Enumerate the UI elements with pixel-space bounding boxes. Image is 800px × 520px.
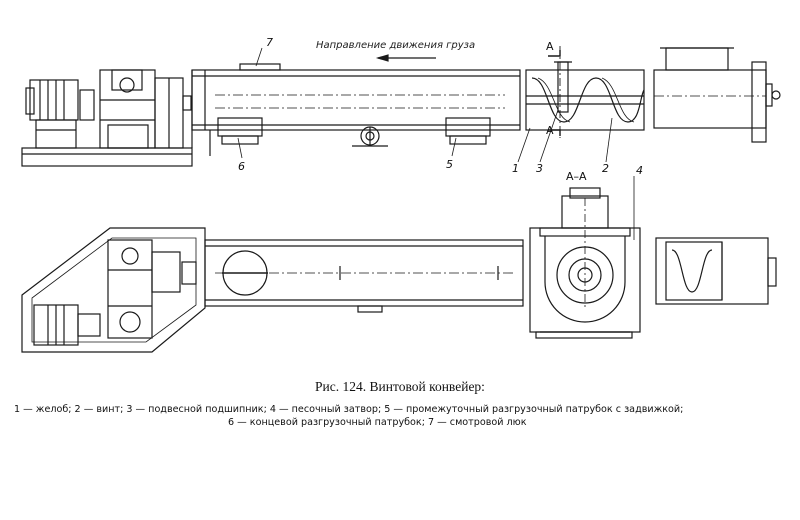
- sand-seal-plan: [655, 237, 777, 305]
- trough-elevation: [191, 69, 521, 156]
- screw: [525, 69, 645, 131]
- section-mark-top: A: [546, 40, 554, 53]
- callout-7: 7: [266, 36, 273, 49]
- legend-line-1: 1 — желоб; 2 — винт; 3 — подвесной подши…: [14, 404, 684, 415]
- direction-arrow: [375, 54, 436, 62]
- figure-caption: Рис. 124. Винтовой конвейер:: [315, 379, 485, 394]
- callout-4: 4: [636, 164, 643, 177]
- section-a-a: [529, 187, 641, 339]
- legend-line-2: 6 — концевой разгрузочный патрубок; 7 — …: [228, 417, 527, 428]
- callout-5: 5: [446, 158, 453, 171]
- plan-view: [21, 227, 524, 353]
- hanger-bearing: [554, 61, 572, 113]
- direction-label: Направление движения груза: [316, 40, 476, 51]
- intermediate-discharge-spout: [445, 117, 491, 145]
- sand-seal: [653, 47, 781, 143]
- inspection-hatch: [239, 63, 281, 71]
- motor-plan: [33, 304, 101, 346]
- callout-1: 1: [512, 162, 519, 175]
- trough-plan: [204, 239, 524, 313]
- section-mark-bottom: A: [546, 124, 554, 137]
- trough-support: [352, 126, 388, 147]
- motor: [25, 79, 79, 149]
- elevation-view: [21, 46, 781, 167]
- gearbox: [79, 69, 192, 149]
- gearbox-plan: [107, 239, 197, 339]
- callout-3: 3: [536, 162, 543, 175]
- callout-6: 6: [238, 160, 245, 173]
- section-title: А–А: [566, 170, 587, 183]
- callout-2: 2: [602, 162, 609, 175]
- end-discharge-spout: [217, 117, 263, 145]
- callout-leaders: [237, 47, 635, 240]
- screw-conveyor-drawing: [21, 46, 781, 353]
